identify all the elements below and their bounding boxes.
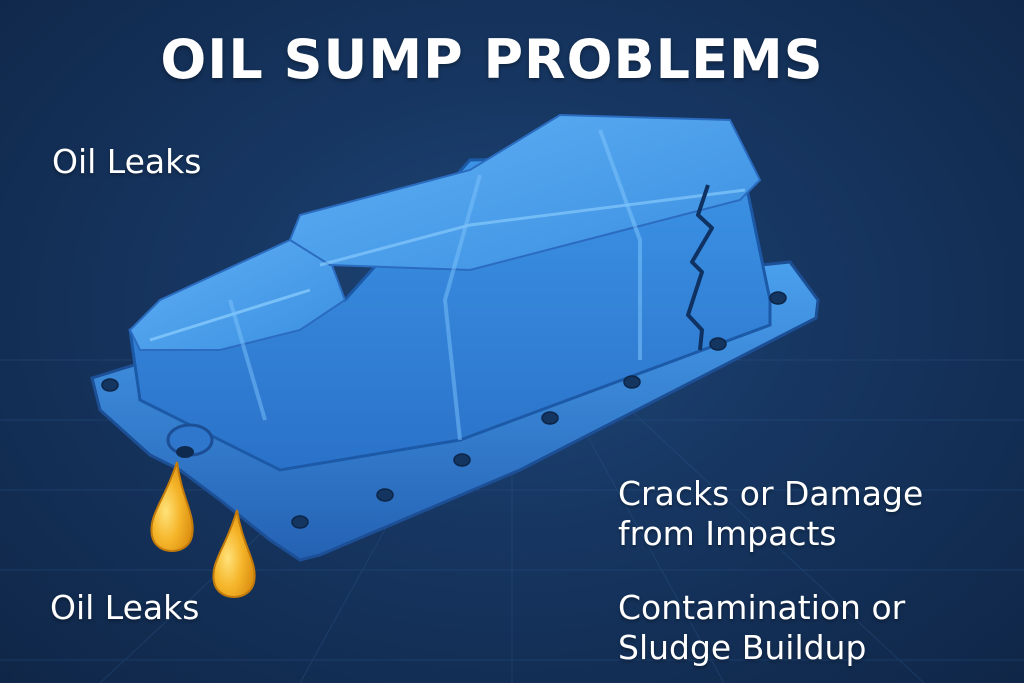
label-cracks-damage: Cracks or Damage from Impacts	[618, 474, 948, 553]
label-contamination-line2: Sludge Buildup	[618, 627, 867, 667]
pan-top-upper	[288, 113, 762, 272]
label-cracks-line2: from Impacts	[618, 513, 837, 553]
bolt-holes	[101, 291, 787, 529]
pan-top-lower	[128, 238, 347, 351]
page-title: OIL SUMP PROBLEMS	[160, 28, 824, 91]
label-contamination-line1: Contamination or	[618, 588, 906, 627]
oil-drop-icon	[212, 509, 256, 598]
crack-icon	[686, 184, 714, 351]
label-cracks-line1: Cracks or Damage	[618, 474, 924, 513]
label-oil-leaks-bottom: Oil Leaks	[50, 588, 200, 627]
oil-drop-icon	[150, 461, 194, 552]
label-oil-leaks-top: Oil Leaks	[52, 142, 202, 181]
label-contamination: Contamination or Sludge Buildup	[618, 588, 948, 667]
